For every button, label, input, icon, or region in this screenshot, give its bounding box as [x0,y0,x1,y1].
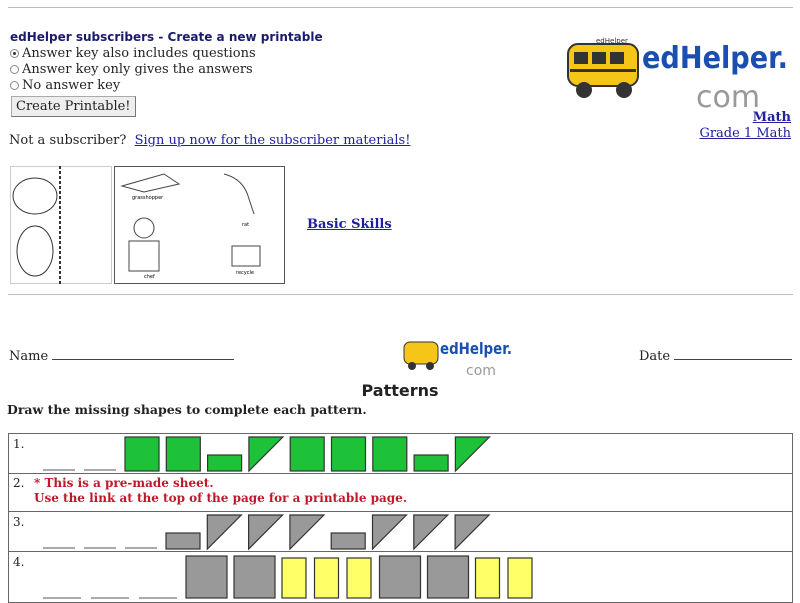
triangle-shape [206,514,243,551]
square-shape [165,436,201,472]
gray-square-shape [378,555,422,599]
radio-button[interactable] [10,65,19,74]
frog-worksheet-thumbnail[interactable] [10,166,112,284]
pattern-row-4: 4. [8,552,793,603]
radio-answer-key-questions[interactable]: Answer key also includes questions [10,46,256,61]
date-field[interactable]: Date [639,349,793,364]
vocabulary-pictures-thumbnail[interactable]: grasshopper rat chef recycle [114,166,285,284]
instructions: Draw the missing shapes to complete each… [7,402,367,417]
not-subscriber-text: Not a subscriber? Sign up now for the su… [9,133,410,148]
pattern-row-1: 1. [8,433,793,474]
square-shape [124,436,160,472]
square-shape [330,436,367,472]
logo-text: edHelper. [440,339,512,358]
radio-label: Answer key also includes questions [22,46,256,61]
notice-line: * This is a pre-made sheet. [34,476,214,490]
math-link[interactable]: Math [752,110,791,125]
triangle-shape [289,514,326,551]
date-label: Date [639,349,671,364]
row-number: 4. [13,555,25,569]
yellow-rectangle-shape [474,557,501,599]
name-field[interactable]: Name [9,349,235,364]
gray-square-shape [185,555,228,599]
logo-text: edHelper. [642,41,788,76]
pattern-row-2: 2. * This is a pre-made sheet.Use the li… [8,473,793,512]
logo-com: com [696,80,760,110]
not-subscriber-label: Not a subscriber? [9,133,127,148]
yellow-rectangle-shape [281,557,307,599]
radio-answer-key-answers[interactable]: Answer key only gives the answers [10,62,253,77]
radio-button[interactable] [10,49,19,58]
basic-skills-link[interactable]: Basic Skills [307,217,392,232]
bus-text: edHelper [596,37,628,45]
worksheet-logo: edHelper. com [403,339,512,378]
row-number: 3. [13,515,25,529]
triangle-shape [454,436,491,473]
short-rectangle-shape [330,532,366,550]
triangle-shape [248,514,285,551]
yellow-rectangle-shape [507,557,533,599]
triangle-shape [371,514,408,551]
bus-icon [567,43,639,87]
edhelper-logo[interactable]: edHelper edHelper. com [566,36,791,110]
triangle-shape [248,436,285,473]
radio-label: No answer key [22,78,121,93]
gray-square-shape [426,555,470,599]
row-number: 2. [13,476,25,490]
subscriber-heading: edHelper subscribers - Create a new prin… [10,30,323,44]
name-label: Name [9,349,49,364]
yellow-rectangle-shape [313,557,340,599]
premade-notice: * This is a pre-made sheet.Use the link … [34,476,407,506]
radio-button[interactable] [10,81,19,90]
gray-square-shape [233,555,276,599]
radio-label: Answer key only gives the answers [22,62,253,77]
short-rectangle-shape [165,532,201,550]
create-printable-button[interactable]: Create Printable! [11,96,136,117]
notice-line: Use the link at the top of the page for … [34,491,407,505]
yellow-rectangle-shape [346,557,372,599]
picture-label: grasshopper [132,195,164,201]
signup-link[interactable]: Sign up now for the subscriber materials… [134,133,411,148]
picture-label: chef [144,274,155,280]
logo-com: com [466,363,496,378]
square-shape [289,436,325,472]
picture-label: rat [242,222,249,228]
triangle-shape [454,514,491,551]
worksheet-title: Patterns [361,381,439,400]
triangle-shape [413,514,450,551]
short-rectangle-shape [207,454,243,472]
short-rectangle-shape [413,454,449,472]
row-number: 1. [13,437,25,451]
radio-no-answer-key[interactable]: No answer key [10,78,120,93]
square-shape [372,436,408,472]
pattern-row-3: 3. [8,512,793,552]
picture-label: recycle [236,270,254,276]
grade-1-math-link[interactable]: Grade 1 Math [699,126,791,141]
